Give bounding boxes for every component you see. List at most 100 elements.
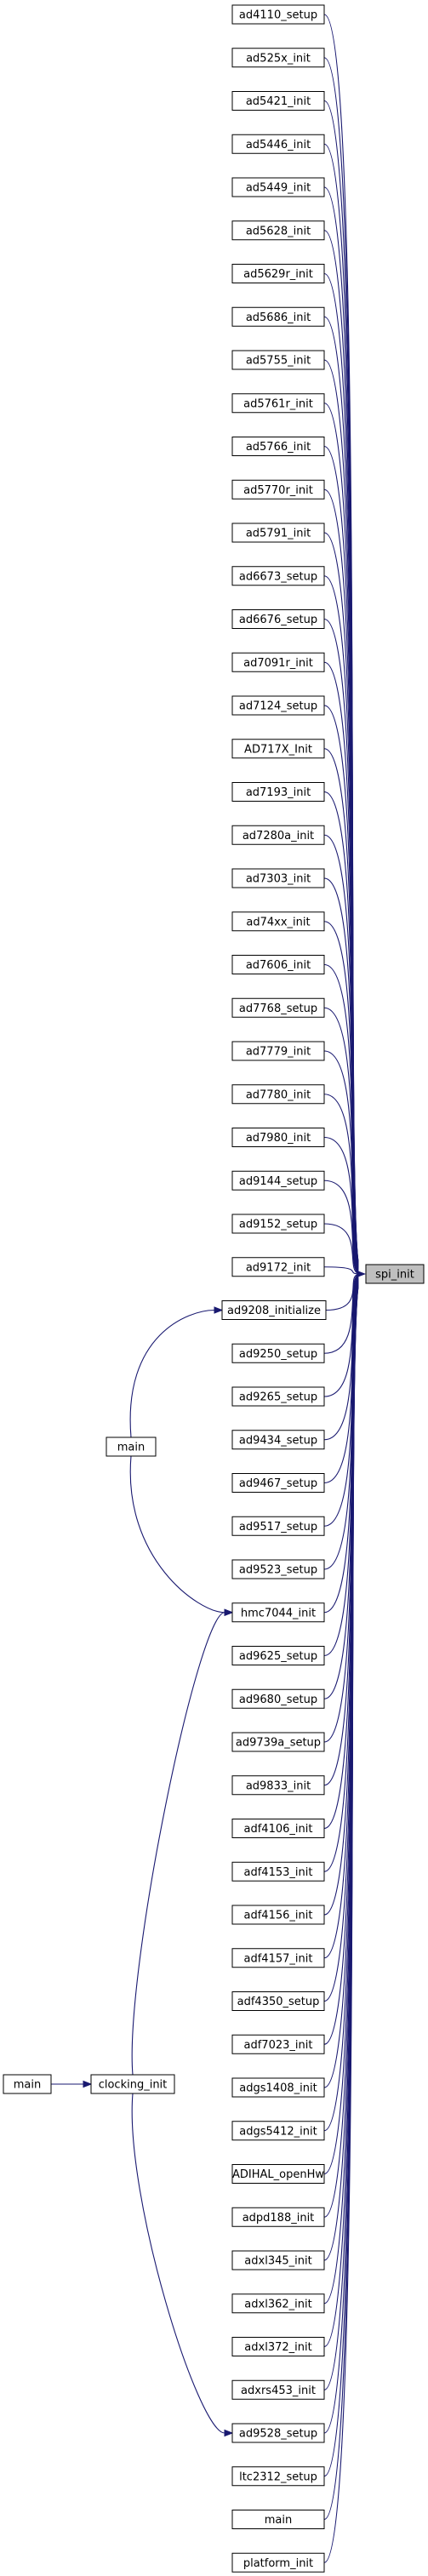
node-label: ad9265_setup	[239, 1391, 317, 1404]
node-ad9517-setup[interactable]: ad9517_setup	[231, 1516, 325, 1536]
node-ad525x-init[interactable]: ad525x_init	[231, 48, 325, 68]
node-ad6673-setup[interactable]: ad6673_setup	[231, 566, 325, 586]
node-ltc2312-setup[interactable]: ltc2312_setup	[231, 2466, 325, 2487]
edge-line	[323, 1284, 359, 2305]
node-box	[231, 4, 325, 25]
node-ad5628-init[interactable]: ad5628_init	[231, 220, 325, 241]
node-label: adf4156_init	[244, 1910, 313, 1922]
node-ad5446-init[interactable]: ad5446_init	[231, 134, 325, 154]
node-ad9467-setup[interactable]: ad9467_setup	[231, 1473, 325, 1493]
node-ad5449-init[interactable]: ad5449_init	[231, 177, 325, 197]
node-hmc7044-init[interactable]: hmc7044_init	[231, 1602, 325, 1623]
node-ad7606-init[interactable]: ad7606_init	[231, 955, 325, 974]
node-ad9172-init[interactable]: ad9172_init	[231, 1257, 325, 1277]
node-ad7124-setup[interactable]: ad7124_setup	[231, 695, 325, 716]
node-adgs5412-init[interactable]: adgs5412_init	[231, 2121, 325, 2141]
edge-line	[323, 1287, 359, 2563]
node-main[interactable]: main	[231, 2510, 325, 2529]
node-adf4157-init[interactable]: adf4157_init	[231, 1948, 325, 1968]
node-label: adxl345_init	[244, 2255, 311, 2268]
node-ad5761r-init[interactable]: ad5761r_init	[231, 393, 325, 414]
node-box	[231, 1602, 325, 1623]
node-adxl362-init[interactable]: adxl362_init	[231, 2293, 325, 2314]
node-spi-init[interactable]: spi_init	[365, 1264, 425, 1284]
edge-ci-to-n37-arrowhead	[224, 1608, 234, 1616]
node-label: ad9434_setup	[239, 1434, 317, 1447]
edges	[51, 14, 366, 2563]
node-ad5791-init[interactable]: ad5791_init	[231, 523, 325, 543]
node-label: ad5791_init	[246, 528, 311, 540]
node-ad5629r-init[interactable]: ad5629r_init	[231, 264, 325, 283]
node-label: main	[14, 2079, 41, 2092]
node-adxrs453-init[interactable]: adxrs453_init	[231, 2379, 325, 2400]
node-adf4156-init[interactable]: adf4156_init	[231, 1905, 325, 1925]
node-ad9265-setup[interactable]: ad9265_setup	[231, 1386, 325, 1407]
node-ad9528-setup[interactable]: ad9528_setup	[231, 2423, 325, 2443]
edge-m1-to-n37-line	[129, 1455, 225, 1614]
node-box	[231, 393, 325, 414]
node-box	[231, 2379, 325, 2400]
node-ad9250-setup[interactable]: ad9250_setup	[231, 1343, 325, 1363]
edge-to-spi-init	[323, 1094, 359, 1273]
node-ad6676-setup[interactable]: ad6676_setup	[231, 609, 325, 629]
node-ad9152-setup[interactable]: ad9152_setup	[231, 1214, 325, 1234]
node-ad5686-init[interactable]: ad5686_init	[231, 306, 325, 327]
node-ad5770r-init[interactable]: ad5770r_init	[231, 479, 325, 500]
node-label: ad9739a_setup	[236, 1737, 321, 1750]
node-box	[231, 2250, 325, 2270]
node-box	[231, 997, 325, 1018]
node-ad9680-setup[interactable]: ad9680_setup	[231, 1688, 325, 1709]
node-label: adpd188_init	[243, 2212, 315, 2225]
node-platform-init[interactable]: platform_init	[231, 2552, 325, 2573]
node-ad5755-init[interactable]: ad5755_init	[231, 350, 325, 370]
node-ad7091r-init[interactable]: ad7091r_init	[231, 652, 325, 672]
edge-m1-to-n30-line	[129, 1309, 215, 1438]
edge-to-spi-init	[323, 1223, 359, 1274]
node-box	[231, 868, 325, 888]
node-box	[231, 2207, 325, 2227]
node-main[interactable]: main	[3, 2074, 52, 2094]
node-ad9434-setup[interactable]: ad9434_setup	[231, 1430, 325, 1450]
edge-ci-to-n56-arrowhead	[224, 2429, 234, 2437]
node-adihal-openhw[interactable]: ADIHAL_openHw	[231, 2164, 325, 2184]
node-adf4153-init[interactable]: adf4153_init	[231, 1861, 325, 1882]
node-adf7023-init[interactable]: adf7023_init	[231, 2034, 325, 2054]
node-adf4106-init[interactable]: adf4106_init	[231, 1819, 325, 1838]
node-ad9739a-setup[interactable]: ad9739a_setup	[231, 1732, 325, 1752]
edge-ci-to-n56-line	[131, 2093, 225, 2434]
node-label: ad5755_init	[246, 355, 311, 368]
node-label: ad9517_setup	[239, 1521, 317, 1534]
node-label: platform_init	[243, 2557, 313, 2570]
node-ad7280a-init[interactable]: ad7280a_init	[231, 825, 325, 845]
node-box	[231, 306, 325, 327]
node-ad7303-init[interactable]: ad7303_init	[231, 868, 325, 888]
node-label: adf4350_setup	[237, 1996, 320, 2008]
node-ad9833-init[interactable]: ad9833_init	[231, 1775, 325, 1796]
node-ad4110-setup[interactable]: ad4110_setup	[231, 4, 325, 25]
node-adgs1408-init[interactable]: adgs1408_init	[231, 2077, 325, 2098]
node-adf4350-setup[interactable]: adf4350_setup	[231, 1991, 325, 2011]
node-adxl372-init[interactable]: adxl372_init	[231, 2337, 325, 2356]
node-ad9523-setup[interactable]: ad9523_setup	[231, 1559, 325, 1579]
node-clocking-init[interactable]: clocking_init	[90, 2074, 175, 2094]
node-ad9208-initialize[interactable]: ad9208_initialize	[221, 1300, 327, 1320]
node-label: ltc2312_setup	[239, 2470, 317, 2483]
node-ad7980-init[interactable]: ad7980_init	[231, 1128, 325, 1147]
node-ad717x-init[interactable]: AD717X_Init	[231, 739, 325, 759]
node-ad5421-init[interactable]: ad5421_init	[231, 91, 325, 111]
node-main[interactable]: main	[106, 1437, 157, 1457]
node-ad9144-setup[interactable]: ad9144_setup	[231, 1170, 325, 1191]
node-ad5766-init[interactable]: ad5766_init	[231, 437, 325, 456]
node-ad7780-init[interactable]: ad7780_init	[231, 1084, 325, 1105]
node-ad7193-init[interactable]: ad7193_init	[231, 782, 325, 802]
node-adxl345-init[interactable]: adxl345_init	[231, 2250, 325, 2270]
node-ad7779-init[interactable]: ad7779_init	[231, 1041, 325, 1061]
node-ad9625-setup[interactable]: ad9625_setup	[231, 1646, 325, 1665]
node-box	[231, 2423, 325, 2443]
node-label: ad9523_setup	[239, 1564, 317, 1577]
node-ad74xx-init[interactable]: ad74xx_init	[231, 911, 325, 932]
edge-to-spi-init	[323, 1266, 359, 1275]
node-box	[231, 1257, 325, 1277]
node-adpd188-init[interactable]: adpd188_init	[231, 2207, 325, 2227]
node-ad7768-setup[interactable]: ad7768_setup	[231, 997, 325, 1018]
